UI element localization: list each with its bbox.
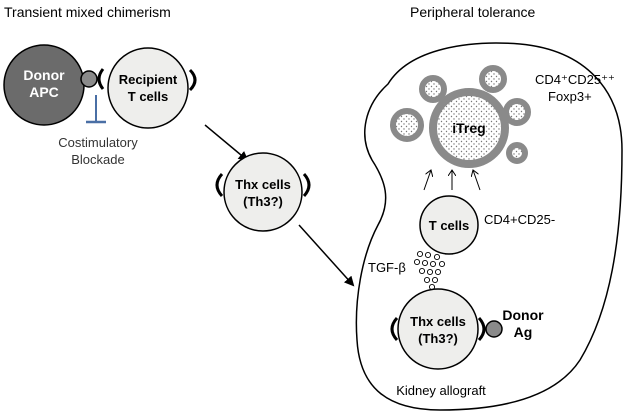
t-cell [419,195,479,255]
tgf-beta-particles [413,250,446,291]
heading-transient-mixed-chimerism: Transient mixed chimerism [4,4,171,20]
recipient-t-cell-label-2: T cells [128,89,168,104]
arrow-thx-to-kidney [298,224,355,287]
recipient-t-cell-label-1: Recipient [119,72,178,87]
cd4-cd25-minus-label: CD4+CD25- [484,212,555,227]
thx-bottom-label-1: Thx cells [410,314,466,329]
cd4-cd25-plus-label: CD4⁺CD25⁺⁺ [535,72,615,87]
treg-small-3 [390,108,424,142]
blockade-label: Blockade [71,152,124,167]
kidney-allograft-label: Kidney allograft [396,383,486,398]
treg-small-4 [503,98,531,126]
itreg-cell [429,88,509,168]
thx-left-label-2: (Th3?) [243,194,283,209]
thx-bottom-label-2: (Th3?) [418,331,458,346]
thx-left-receptor-right [302,172,311,198]
thx-cell-bottom [397,288,479,370]
heading-peripheral-tolerance: Peripheral tolerance [410,4,536,20]
donor-apc-label-1: Donor [23,67,65,83]
up-arrow-3 [473,170,481,191]
up-arrow-1 [423,170,431,191]
kidney-allograft-outline [355,42,623,411]
thx-cell-left [223,152,303,232]
tcr-receptor-right [188,68,197,92]
costimulatory-label: Costimulatory [58,135,138,150]
treg-small-2 [479,65,507,93]
itreg-label: iTreg [452,120,485,136]
treg-small-5 [506,142,528,164]
thx-left-label-1: Thx cells [235,177,291,192]
donor-ag-label-1: Donor [502,307,544,323]
arrow-recipient-to-thx [204,124,249,162]
mhc-knob [80,70,98,88]
foxp3-label: Foxp3+ [548,89,592,104]
donor-apc-label-2: APC [29,84,59,100]
donor-ag-knob [485,320,503,338]
tgf-beta-label: TGF-β [368,260,406,275]
donor-ag-label-2: Ag [514,324,533,340]
recipient-t-cell [107,47,189,129]
t-cell-label: T cells [429,218,469,233]
thx-left-receptor-left [215,172,224,198]
treg-small-1 [419,75,447,103]
tcr-receptor-left [97,68,105,90]
thx-bottom-receptor-right [477,316,486,342]
thx-bottom-receptor-left [390,316,399,342]
